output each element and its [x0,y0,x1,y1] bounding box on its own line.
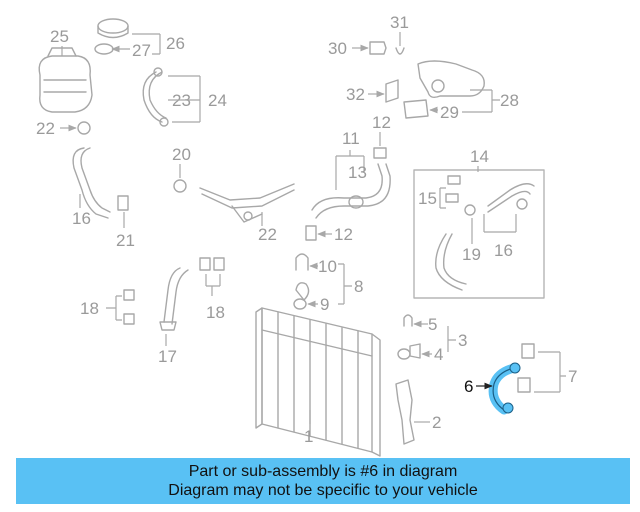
coolant-reservoir [38,47,93,113]
info-banner: Part or sub-assembly is #6 in diagram Di… [16,458,630,504]
callout-27: 27 [132,41,151,60]
callout-9: 9 [320,295,329,314]
callout-3: 3 [458,331,467,350]
thermostat-housing [403,60,485,119]
callout-19: 22 [258,225,277,244]
callout-26: 26 [166,34,185,53]
hose-23 [142,67,169,127]
callout-6: 6 [464,377,473,396]
callout-28: 28 [500,91,519,110]
radiator [255,307,381,457]
callout-1: 1 [304,427,313,446]
callout-18b: 18 [206,303,225,322]
callout-30: 30 [328,39,347,58]
banner-line-1: Part or sub-assembly is #6 in diagram [188,463,458,480]
callout-31: 31 [390,13,409,32]
hose-17 [159,267,189,331]
callout-17: 17 [158,347,177,366]
highlighted-hose-6 [488,362,521,415]
banner-line-2: Diagram may not be specific to your vehi… [168,482,478,499]
callout-25: 25 [50,27,69,46]
callout-20: 20 [172,145,191,164]
pipe-19 [199,183,295,223]
callout-2: 2 [432,413,441,432]
callout-4: 4 [434,345,443,364]
callout-5: 5 [428,315,437,334]
callout-29: 29 [440,103,459,122]
callout-24: 24 [208,91,227,110]
bracket-2 [395,379,415,445]
callout-7: 7 [568,367,577,386]
callout-8: 8 [354,277,363,296]
callout-11: 11 [342,129,360,148]
hose-21 [72,147,111,219]
callout-12a: 12 [372,113,391,132]
callout-12b: 12 [334,225,353,244]
callout-10: 10 [318,257,337,276]
callout-15: 19 [462,245,481,264]
callout-21: 16 [72,209,91,228]
callout-16b: 16 [494,241,513,260]
callout-22b: 21 [116,231,135,250]
hose-11 [311,163,391,219]
callout-22a: 22 [36,119,55,138]
callout-18a: 18 [80,299,99,318]
callout-13: 13 [348,163,367,182]
inset-box-14 [413,169,545,299]
callout-32: 32 [346,85,365,104]
callout-14: 14 [470,147,489,166]
callout-16a: 15 [418,189,437,208]
